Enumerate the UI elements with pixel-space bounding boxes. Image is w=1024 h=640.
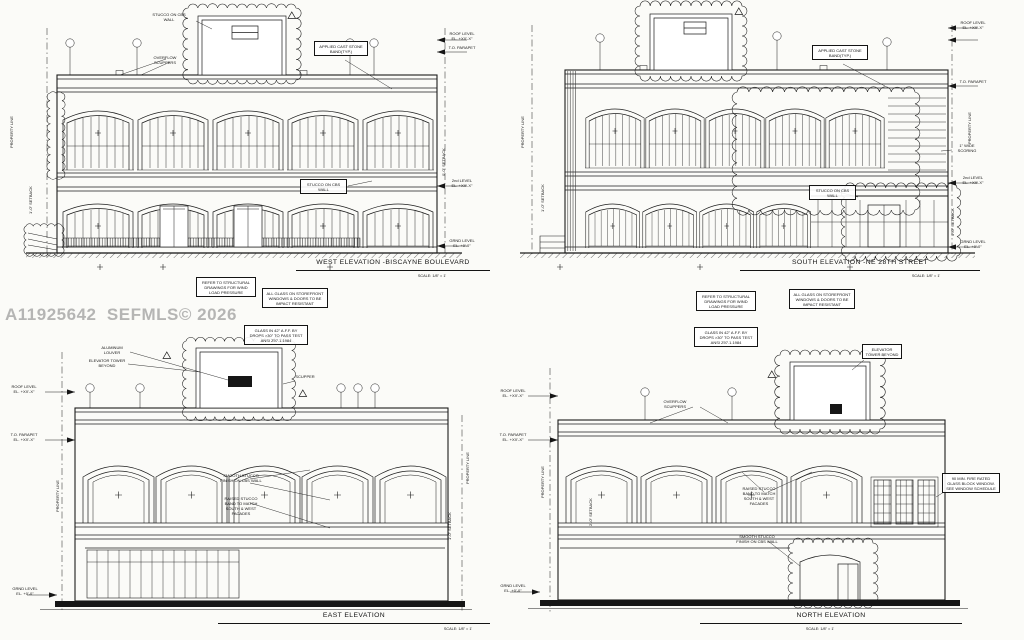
- east-elevation-title: EAST ELEVATION: [218, 612, 490, 624]
- note-stucco-cbs-wall-south: STUCCO ON CBS WALL: [809, 185, 856, 200]
- north-scale-note: SCALE: 1/8" = 1': [805, 627, 835, 631]
- level-elevation: EL. +0'-0": [504, 588, 522, 594]
- north-elevation-title: NORTH ELEVATION: [700, 612, 962, 624]
- note-cast-stone-band-south: APPLIED CAST STONE BAND(TYP.): [812, 45, 868, 60]
- level-elevation: EL. +0'-0": [16, 591, 34, 597]
- level-elevation: EL. +XX'-X": [962, 25, 984, 31]
- label-property-line-north-left: PROPERTY LINE: [540, 466, 545, 498]
- level-elevation: EL. +XX'-X": [13, 437, 35, 443]
- label-setback-north-left: 2'-0" SETBACK: [588, 498, 593, 526]
- note-glass-42-right: GLASS IN 42" A.F.F. BY DROPS >30" TO PAS…: [694, 327, 758, 347]
- note-impact-glass-right: ALL GLASS ON STOREFRONT WINDOWS & DOORS …: [789, 289, 855, 309]
- label-setback-east-right: 1'-0" SETBACK: [447, 512, 452, 540]
- level-name: ROOF LEVEL: [449, 31, 475, 36]
- level-elevation: EL. +XX'-X": [502, 393, 524, 399]
- level-name: ROOF LEVEL: [11, 384, 37, 389]
- north-elevation-linework: [509, 349, 968, 612]
- note-structural-right: REFER TO STRUCTURAL DRAWINGS FOR WIND LO…: [696, 291, 756, 311]
- level-elevation: EL. +XX'-X": [502, 437, 524, 443]
- west-scale-note: SCALE: 1/8" = 1': [417, 274, 447, 278]
- label-stucco-cbs-wall-west-tower: STUCCO ON CBS WALL: [152, 12, 186, 22]
- level-elevation: EL. +XX'-X": [13, 389, 35, 395]
- label-aluminum-louver-east: ALUMINUM LOUVER: [101, 345, 123, 355]
- level-name: GRND LEVEL: [960, 239, 986, 244]
- label-overflow-scuppers-north: OVERFLOW SCUPPERS: [663, 399, 687, 409]
- level-name: T.O. PARAPET: [499, 432, 527, 437]
- level-flag-parapet-south: T.O. PARAPET: [958, 79, 988, 84]
- label-setback-south-right: 0'-0" SETBACK: [950, 208, 955, 236]
- level-name: 2nd LEVEL: [451, 178, 473, 183]
- level-name: T.O. PARAPET: [448, 45, 476, 50]
- label-scupper-east: SCUPPER: [295, 374, 315, 379]
- note-cast-stone-band-west: APPLIED CAST STONE BAND(TYP.): [314, 41, 368, 56]
- note-impact-glass-left: ALL GLASS ON STOREFRONT WINDOWS & DOORS …: [262, 288, 328, 308]
- level-elevation: EL. +0'-0": [964, 244, 982, 250]
- west-elevation-title: WEST ELEVATION -BISCAYNE BOULEVARD: [296, 259, 490, 271]
- level-name: GRND LEVEL: [12, 586, 38, 591]
- label-elevator-tower-east: ELEVATOR TOWER BEYOND: [88, 358, 126, 368]
- label-wide-scoring-south: 1" WIDE SCORING: [957, 143, 977, 153]
- note-glass-42-left: GLASS IN 42" A.F.F. BY DROPS >30" TO PAS…: [244, 325, 308, 345]
- label-property-line-west-left: PROPERTY LINE: [9, 116, 14, 148]
- label-property-line-east-left: PROPERTY LINE: [55, 480, 60, 512]
- south-elevation-title: SOUTH ELEVATION -NE 28TH STREET: [740, 259, 980, 271]
- label-smooth-stucco-north: SMOOTH STUCCO FINISH ON CBS WALL: [736, 534, 778, 544]
- label-setback-south-left: 1'-0" SETBACK: [540, 184, 545, 212]
- level-name: ROOF LEVEL: [500, 388, 526, 393]
- east-scale-note: SCALE: 1/8" = 1': [443, 627, 473, 631]
- level-flag-parapet-west: T.O. PARAPET: [447, 45, 477, 50]
- label-setback-west-right: 0'-0" SETBACK: [441, 148, 446, 176]
- level-name: 2nd LEVEL: [962, 175, 984, 180]
- label-overflow-scuppers-west: OVERFLOW SCUPPERS: [153, 55, 177, 65]
- note-glass-block-north: 90 MIN. FIRE RATED GLASS BLOCK WINDOW. S…: [942, 473, 1000, 493]
- label-property-line-south-left: PROPERTY LINE: [520, 116, 525, 148]
- label-property-line-east-right: PROPERTY LINE: [465, 452, 470, 484]
- level-name: ROOF LEVEL: [960, 20, 986, 25]
- mls-watermark: A11925642 SEFMLS© 2026: [5, 305, 237, 324]
- label-raised-band-east: RAISED STUCCO BAND TO MATCH SOUTH & WEST…: [224, 496, 258, 516]
- level-elevation: EL. +XX'-X": [451, 36, 473, 42]
- level-name: GRND LEVEL: [449, 238, 475, 243]
- level-name: GRND LEVEL: [500, 583, 526, 588]
- label-raised-band-north: RAISED STUCCO BAND TO MATCH SOUTH & WEST…: [742, 486, 776, 506]
- label-property-line-south-right: PROPERTY LINE: [967, 112, 972, 144]
- west-elevation-linework: [23, 3, 468, 270]
- level-elevation: EL. +XX'-X": [962, 180, 984, 186]
- level-name: T.O. PARAPET: [10, 432, 38, 437]
- level-elevation: EL. +XX'-X": [451, 183, 473, 189]
- note-structural-left: REFER TO STRUCTURAL DRAWINGS FOR WIND LO…: [196, 277, 256, 297]
- level-elevation: EL. +0'-0": [453, 243, 471, 249]
- level-name: T.O. PARAPET: [959, 79, 987, 84]
- note-stucco-cbs-wall-west-band: STUCCO ON CBS WALL: [300, 179, 347, 194]
- label-smooth-stucco-east: SMOOTH STUCCO FINISH ON CBS WALL: [220, 473, 262, 483]
- label-setback-west-left: 1'-0" SETBACK: [28, 186, 33, 214]
- south-elevation-linework: [520, 0, 979, 270]
- south-scale-note: SCALE: 1/8" = 1': [911, 274, 941, 278]
- note-elevator-tower-north: ELEVATOR TOWER BEYOND: [862, 344, 902, 359]
